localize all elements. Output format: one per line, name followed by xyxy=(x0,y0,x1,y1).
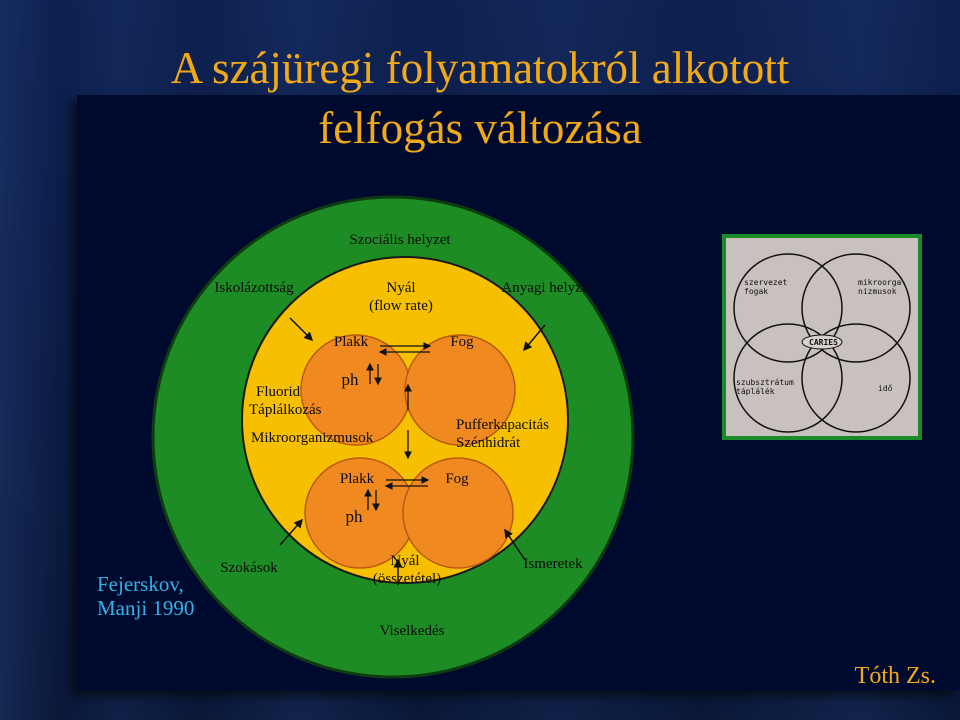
venn-host-line-1: szervezet xyxy=(744,278,788,287)
reference-line-2: Manji 1990 xyxy=(97,596,195,620)
venn-micro-line-1: mikroorga- xyxy=(858,278,907,287)
tooth-circle-bottom xyxy=(402,457,514,569)
arrow-ring-bl xyxy=(279,518,303,546)
venn-host-line-2: fogak xyxy=(744,287,769,296)
reference-line-1: Fejerskov, xyxy=(97,572,184,596)
caries-venn-image: szervezet fogak mikroorga- nizmusok CARI… xyxy=(722,234,922,440)
label-nutrition: Táplálkozás xyxy=(249,402,322,418)
label-social: Szociális helyzet xyxy=(349,232,451,248)
venn-time-label: idő xyxy=(878,384,893,393)
venn-center-label: CARIES xyxy=(809,338,838,347)
venn-circle-time xyxy=(801,323,911,433)
label-saliva-comp: Nyál xyxy=(390,553,420,569)
label-fluoride: Fluorid xyxy=(256,384,301,400)
label-education: Iskolázottság xyxy=(214,280,294,296)
venn-substrate-label: szubsztrátum táplálék xyxy=(736,378,794,396)
label-plaque-top: Plakk xyxy=(333,334,369,350)
label-tooth-bottom: Fog xyxy=(445,471,469,487)
venn-host-label: szervezet fogak xyxy=(744,278,787,296)
arrow-ring-br xyxy=(504,528,526,561)
label-microorganisms: Mikroorganizmusok xyxy=(251,430,374,446)
label-knowledge: Ismeretek xyxy=(523,556,583,572)
label-buffer: Pufferkapacitás xyxy=(456,417,550,433)
venn-micro-line-2: nizmusok xyxy=(858,287,897,296)
author-credit: Tóth Zs. xyxy=(854,663,936,689)
label-carbohydrate: Szénhidrát xyxy=(456,435,521,451)
venn-micro-label: mikroorga- nizmusok xyxy=(858,278,906,296)
venn-center-mark xyxy=(801,334,843,350)
label-ph-bottom: ph xyxy=(345,507,363,526)
slide-title: A szájüregi folyamatokról alkotott felfo… xyxy=(0,38,960,158)
venn-svg xyxy=(733,253,911,433)
label-tooth-top: Fog xyxy=(450,334,474,350)
venn-substrate-line-2: táplálék xyxy=(736,387,775,396)
venn-circle-host xyxy=(733,253,843,363)
label-saliva-flow: Nyál xyxy=(386,280,416,296)
venn-inner: szervezet fogak mikroorga- nizmusok CARI… xyxy=(726,238,918,436)
label-material: Anyagi helyzet xyxy=(501,280,593,296)
label-behavior: Viselkedés xyxy=(379,623,445,639)
title-line-2: felfogás változása xyxy=(318,103,642,153)
label-habits: Szokások xyxy=(220,560,278,576)
reference-citation: Fejerskov, Manji 1990 xyxy=(97,572,194,620)
arrow-ring-tr xyxy=(523,324,546,352)
label-saliva-flow-sub: (flow rate) xyxy=(369,298,433,314)
title-line-1: A szájüregi folyamatokról alkotott xyxy=(170,43,790,93)
venn-substrate-line-1: szubsztrátum xyxy=(736,378,794,387)
venn-circle-substrate xyxy=(733,323,843,433)
arrow-ring-tl xyxy=(289,317,314,342)
label-plaque-bottom: Plakk xyxy=(339,471,375,487)
label-ph-top: ph xyxy=(341,370,359,389)
label-saliva-comp-sub: (összetétel) xyxy=(372,571,442,587)
venn-circle-micro xyxy=(801,253,911,363)
